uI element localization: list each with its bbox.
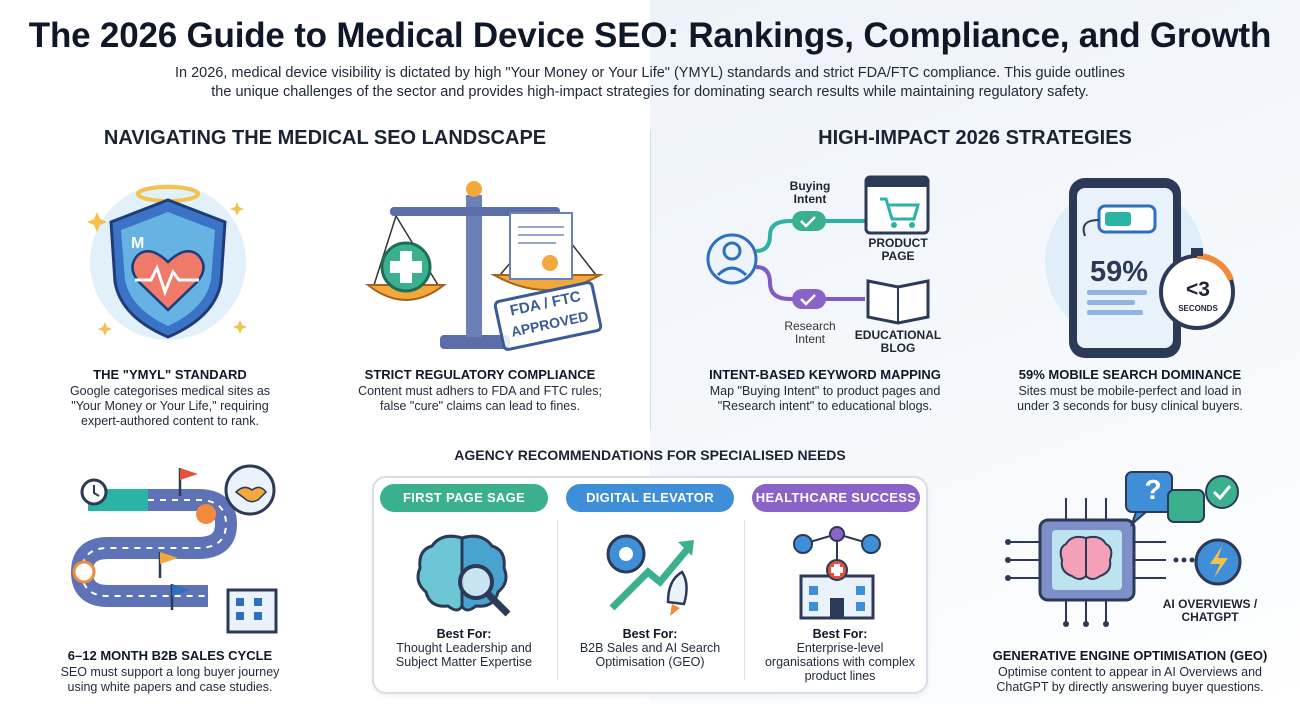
ai-label-2: CHATGPT: [1181, 610, 1239, 624]
mobile-phone-icon: [1045, 178, 1235, 358]
card-mobile-desc-1: Sites must be mobile-perfect and load in: [1018, 384, 1242, 398]
agency-pill-digital-elevator: DIGITAL ELEVATOR: [566, 484, 734, 512]
best-for-label: Best For:: [812, 627, 868, 641]
left-section-heading: NAVIGATING THE MEDICAL SEO LANDSCAPE: [103, 127, 547, 149]
card-geo-title: GENERATIVE ENGINE OPTIMISATION (GEO): [992, 648, 1268, 663]
agency-pill-first-page-sage: FIRST PAGE SAGE: [380, 484, 548, 512]
card-intent-desc-2: "Research intent" to educational blogs.: [717, 399, 933, 413]
card-mobile-title: 59% MOBILE SEARCH DOMINANCE: [1018, 367, 1242, 382]
card-ymyl: THE "YMYL" STANDARD Google categorises m…: [45, 367, 295, 429]
agency-desc-line: Enterprise-level: [796, 641, 884, 655]
card-intent-mapping: INTENT-BASED KEYWORD MAPPING Map "Buying…: [690, 367, 960, 414]
card-sales-desc-1: SEO must support a long buyer journey: [60, 665, 280, 679]
agency-detail-first-page-sage: Best For: Thought Leadership and Subject…: [380, 627, 548, 669]
product-label-1: PRODUCT: [868, 236, 928, 250]
card-ymyl-title: THE "YMYL" STANDARD: [93, 367, 247, 382]
card-mobile: 59% MOBILE SEARCH DOMINANCE Sites must b…: [985, 367, 1275, 414]
agency-desc-line: Optimisation (GEO): [595, 655, 705, 669]
gear-growth-rocket-icon: [606, 534, 694, 616]
intent-flow-icon: [706, 175, 930, 325]
card-compliance: STRICT REGULATORY COMPLIANCE Content mus…: [330, 367, 630, 414]
card-sales-cycle: 6–12 MONTH B2B SALES CYCLE SEO must supp…: [45, 648, 295, 695]
timer-value: <3: [1186, 278, 1210, 301]
scales-icon: [365, 181, 604, 349]
educational-label-2: BLOG: [880, 341, 916, 355]
research-label-1: Research: [784, 319, 836, 333]
agency-desc-line: Subject Matter Expertise: [395, 655, 533, 669]
card-ymyl-desc-3: expert-authored content to rank.: [81, 414, 259, 428]
card-sales-title: 6–12 MONTH B2B SALES CYCLE: [67, 648, 273, 663]
agency-desc-line: product lines: [804, 669, 876, 683]
mobile-percent: 59%: [1090, 256, 1149, 288]
brain-magnifier-icon: [416, 534, 511, 617]
section-divider: [650, 130, 651, 430]
intro-line-1: In 2026, medical device visibility is di…: [174, 65, 1126, 81]
best-for-label: Best For:: [436, 627, 492, 641]
educational-label-1: EDUCATIONAL: [854, 328, 942, 342]
shield-heart-icon: M: [87, 184, 247, 340]
intro-text: In 2026, medical device visibility is di…: [150, 64, 1150, 102]
card-ymyl-desc-1: Google categorises medical sites as: [69, 384, 271, 398]
card-geo-desc-1: Optimise content to appear in AI Overvie…: [997, 665, 1263, 679]
agency-heading: AGENCY RECOMMENDATIONS FOR SPECIALISED N…: [454, 447, 846, 463]
agency-separator-2: [744, 520, 745, 680]
agency-desc-line: organisations with complex: [764, 655, 916, 669]
ai-chip-brain-icon: [1005, 471, 1242, 627]
timer-unit: SECONDS: [1178, 304, 1218, 313]
research-label-2: Intent: [794, 332, 826, 346]
hospital-network-icon: [793, 526, 881, 620]
page-title: The 2026 Guide to Medical Device SEO: Ra…: [28, 16, 1272, 55]
ai-overviews-label: AI OVERVIEWS /CHATGPT: [1148, 598, 1272, 624]
svg-text:M: M: [131, 235, 144, 252]
buying-label-2: Intent: [793, 192, 827, 206]
product-label-2: PAGE: [881, 249, 915, 263]
intro-line-2: the unique challenges of the sector and …: [211, 84, 1089, 100]
best-for-label: Best For:: [622, 627, 678, 641]
card-intent-desc-1: Map "Buying Intent" to product pages and: [709, 384, 941, 398]
card-compliance-desc-1: Content must adhers to FDA and FTC rules…: [358, 384, 602, 398]
card-intent-title: INTENT-BASED KEYWORD MAPPING: [709, 367, 941, 382]
agency-desc-line: B2B Sales and AI Search: [579, 641, 721, 655]
card-compliance-desc-2: false "cure" claims can lead to fines.: [380, 399, 580, 413]
agency-detail-healthcare-success: Best For: Enterprise-level organisations…: [752, 627, 928, 683]
card-geo: GENERATIVE ENGINE OPTIMISATION (GEO) Opt…: [975, 648, 1285, 695]
card-geo-desc-2: ChatGPT by directly answering buyer ques…: [996, 680, 1264, 694]
agency-desc-line: Thought Leadership and: [396, 641, 532, 655]
card-mobile-desc-2: under 3 seconds for busy clinical buyers…: [1017, 399, 1243, 413]
right-section-heading: HIGH-IMPACT 2026 STRATEGIES: [818, 127, 1132, 149]
agency-separator-1: [557, 520, 558, 680]
question-mark: ?: [1144, 474, 1162, 505]
card-compliance-title: STRICT REGULATORY COMPLIANCE: [364, 367, 596, 382]
card-ymyl-desc-2: "Your Money or Your Life," requiring: [71, 399, 269, 413]
sales-journey-road-icon: [70, 464, 278, 634]
agency-pill-healthcare-success: HEALTHCARE SUCCESS: [752, 484, 920, 512]
card-sales-desc-2: using white papers and case studies.: [67, 680, 273, 694]
buying-label-1: Buying: [789, 179, 831, 193]
agency-detail-digital-elevator: Best For: B2B Sales and AI Search Optimi…: [566, 627, 734, 669]
ai-label-1: AI OVERVIEWS /: [1162, 597, 1258, 611]
